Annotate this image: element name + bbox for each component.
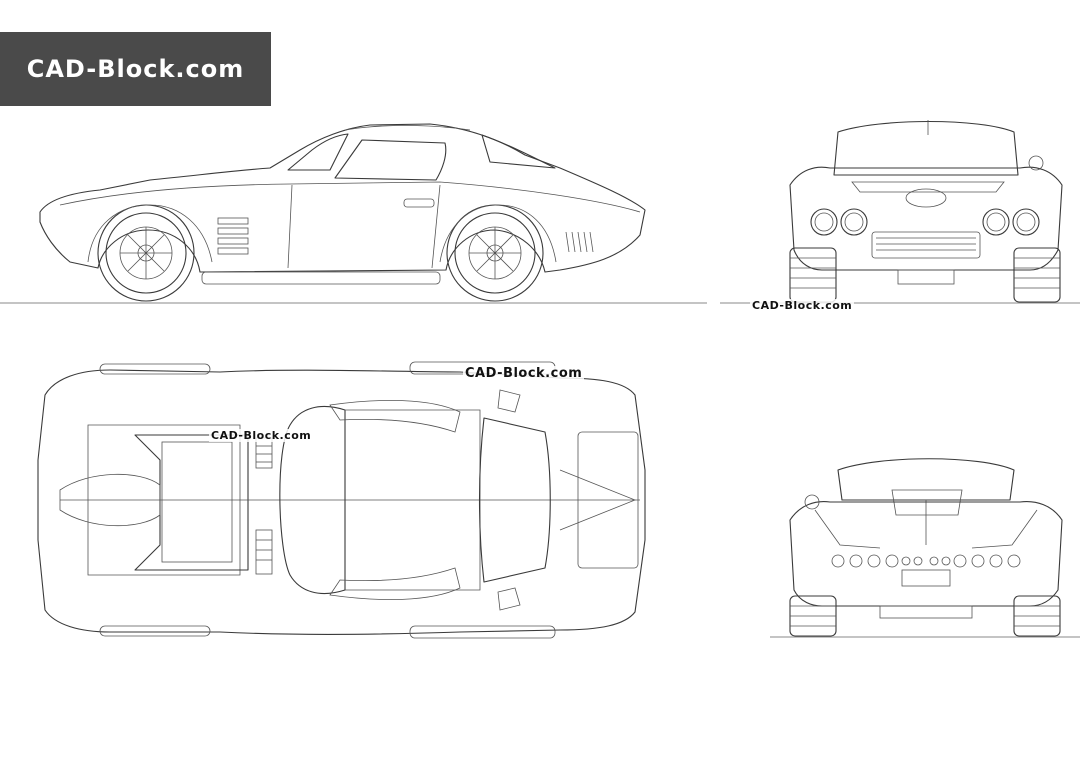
- top-view: [37, 361, 646, 639]
- top-lower-front-tire: [99, 625, 211, 637]
- rear-left-fin: [814, 509, 881, 549]
- rear-mirror: [804, 494, 820, 510]
- top-roof: [345, 409, 481, 591]
- side-view: [0, 123, 707, 304]
- top-rear-deck: [577, 431, 639, 569]
- site-logo-text: CAD-Block.com: [26, 55, 245, 83]
- side-front-wheel: [97, 204, 195, 302]
- rear-license-plate: [901, 569, 951, 587]
- top-hood-scoop: [134, 434, 249, 571]
- rear-window: [891, 489, 963, 516]
- site-logo: CAD-Block.com: [0, 32, 271, 106]
- side-door-handle: [403, 198, 435, 208]
- rear-right-fin: [971, 509, 1038, 549]
- side-beltline: [59, 181, 641, 213]
- side-rear-window: [481, 134, 556, 169]
- top-left-vents: [255, 437, 273, 469]
- front-grille: [871, 231, 981, 259]
- top-upper-door: [329, 400, 461, 433]
- front-lower-valance: [897, 269, 955, 285]
- front-windshield: [833, 120, 1019, 176]
- front-left-headlights: [810, 208, 868, 236]
- front-view: [720, 120, 1080, 304]
- top-upper-front-tire: [99, 363, 211, 375]
- front-emblem: [905, 188, 947, 208]
- side-windshield: [287, 133, 349, 171]
- rear-lower-valance: [879, 605, 973, 619]
- top-nose-bulge: [59, 473, 161, 527]
- top-rear-window: [478, 417, 551, 583]
- top-lower-mirror: [497, 587, 521, 611]
- side-body-outline: [39, 123, 646, 273]
- rear-roof: [837, 458, 1015, 501]
- side-roof-line: [344, 125, 471, 131]
- top-hood-panel: [161, 441, 233, 563]
- front-right-tire: [1013, 247, 1061, 303]
- front-hood: [851, 181, 1005, 193]
- front-left-tire: [789, 247, 837, 303]
- watermark-top-view-right: CAD-Block.com: [463, 366, 585, 381]
- top-rear-crease: [559, 469, 637, 531]
- front-right-headlights: [982, 208, 1040, 236]
- top-hood: [87, 424, 241, 576]
- side-rear-arch: [439, 204, 557, 263]
- top-right-vents: [255, 529, 273, 575]
- side-front-arch: [87, 204, 213, 263]
- front-mirror: [1028, 155, 1044, 171]
- rear-right-tire: [1013, 595, 1061, 637]
- watermark-front-view: CAD-Block.com: [750, 299, 855, 312]
- side-door-outline: [287, 184, 441, 269]
- top-lower-door: [329, 567, 461, 600]
- watermark-top-view-left: CAD-Block.com: [209, 429, 314, 442]
- side-rocker-exhaust: [201, 271, 441, 285]
- top-upper-mirror: [497, 389, 521, 413]
- side-rear-vents: [565, 231, 594, 253]
- side-front-vents: [217, 217, 249, 255]
- rear-body-outline: [789, 501, 1063, 607]
- rear-taillights: [831, 554, 1021, 568]
- side-door-window: [334, 139, 447, 181]
- front-body-outline: [789, 166, 1063, 271]
- rear-view: [770, 458, 1080, 638]
- top-lower-rear-tire: [409, 625, 556, 639]
- top-body-outline: [37, 369, 646, 635]
- top-windshield: [279, 406, 346, 594]
- rear-left-tire: [789, 595, 837, 637]
